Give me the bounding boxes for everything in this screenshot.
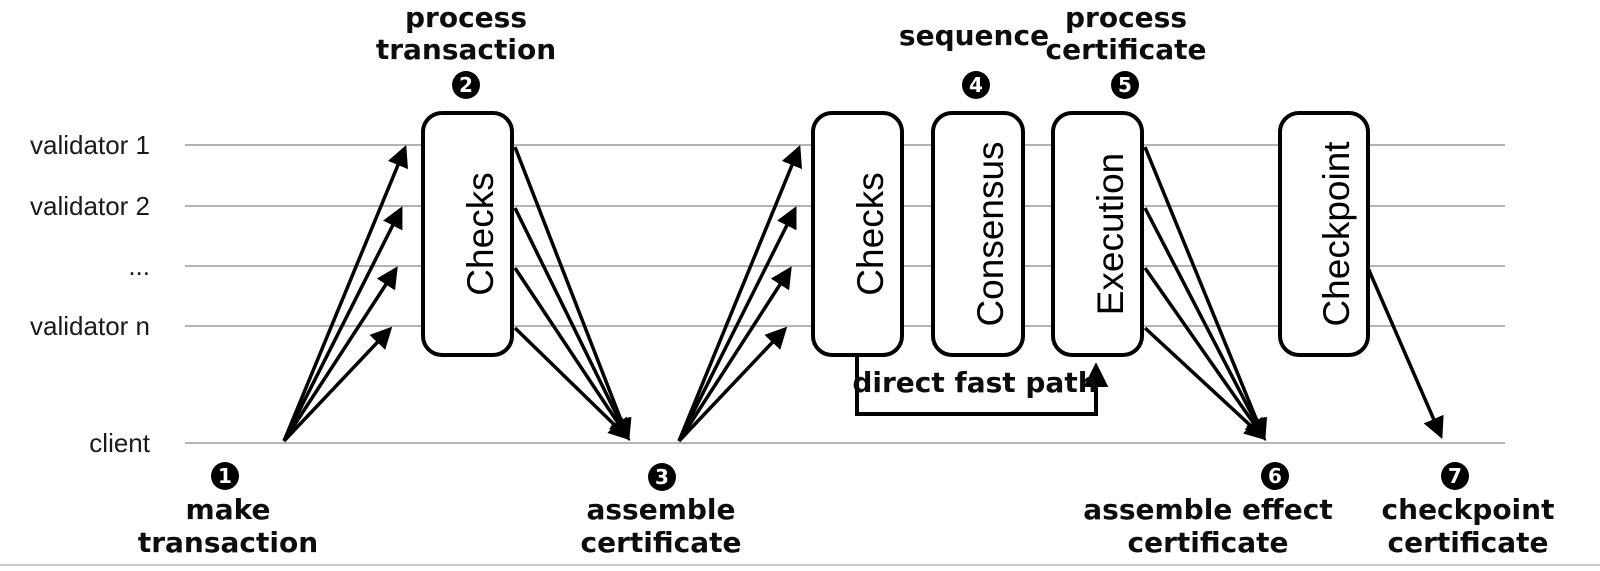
arrow-client-to-validator-nb (677, 326, 788, 443)
lane-labels: validator 1 validator 2 ... validator n … (30, 130, 151, 458)
step-badge-6-num: 6 (1268, 464, 1282, 488)
step-badge-3 (648, 463, 676, 491)
step-2-label-line2: transaction (376, 33, 556, 66)
step-badge-6 (1261, 462, 1289, 490)
arrow-exec-ellipsis-to-client (1143, 266, 1266, 441)
step-badge-5 (1111, 71, 1139, 99)
stage-label-checks-2: Checks (850, 172, 891, 295)
arrow-client-to-validator-1b (677, 144, 803, 442)
step-badge-4 (962, 71, 990, 99)
arrows-assemble-certificate (513, 146, 632, 442)
step-badge-1 (211, 462, 239, 490)
step-3-label-line2: certificate (581, 526, 742, 559)
step-badge-7-num: 7 (1448, 464, 1462, 488)
lane-label-validator-1: validator 1 (30, 130, 150, 160)
arrow-client-to-validator-n (282, 326, 393, 443)
step-4-label: sequence (899, 19, 1049, 52)
step-badge-4-num: 4 (969, 73, 983, 97)
arrow-checkpoint-to-client (1366, 267, 1444, 439)
arrow-ellipsis-to-client (513, 267, 630, 441)
step-2-label-line1: process (405, 1, 527, 34)
arrow-client-to-validator-1 (282, 144, 408, 442)
arrow-exec-validator-1-to-client (1143, 146, 1268, 442)
step-7-label-line2: certificate (1388, 526, 1549, 559)
stage-label-checks-1: Checks (460, 172, 501, 295)
arrow-client-to-validator-2 (282, 206, 403, 442)
step-badge-5-num: 5 (1118, 73, 1132, 97)
arrow-client-to-validator-2b (677, 206, 797, 442)
fast-path-label: direct fast path (852, 366, 1097, 399)
step-badge-1-num: 1 (218, 464, 232, 488)
stage-box-checkpoint (1278, 111, 1370, 357)
stage-boxes: Checks Checks Consensus Execution Checkp… (421, 111, 1370, 357)
lane-label-validator-2: validator 2 (30, 191, 150, 221)
lane-label-client: client (89, 428, 150, 458)
step-badge-3-num: 3 (655, 465, 669, 489)
arrows-make-transaction (282, 144, 408, 443)
stage-box-consensus (931, 111, 1025, 357)
step-badge-2-num: 2 (459, 73, 473, 97)
stage-label-consensus: Consensus (970, 141, 1011, 326)
stage-label-checkpoint: Checkpoint (1316, 141, 1357, 327)
lane-label-ellipsis: ... (128, 251, 150, 281)
arrow-validator-2-to-client (513, 207, 630, 441)
stage-box-execution (1051, 111, 1144, 357)
step-3-label-line1: assemble (586, 493, 735, 526)
arrow-exec-validator-2-to-client (1143, 207, 1266, 441)
arrow-client-to-ellipsis (282, 266, 398, 442)
lane-label-validator-n: validator n (30, 311, 150, 341)
arrows-submit-certificate (677, 144, 803, 443)
step-1-label-line2: transaction (138, 526, 318, 559)
step-6-label-line2: certificate (1128, 526, 1289, 559)
step-badges: 1 2 3 4 5 6 7 (211, 71, 1469, 491)
stage-label-execution: Execution (1090, 153, 1131, 316)
fast-path-arrow (855, 357, 1109, 416)
step-6-label-line1: assemble effect (1083, 493, 1332, 526)
step-5-label-line1: process (1065, 1, 1187, 34)
arrow-exec-validator-n-to-client (1143, 326, 1267, 441)
stage-box-checks-1 (421, 111, 514, 357)
step-1-label-line1: make (186, 493, 271, 526)
arrow-validator-n-to-client (513, 326, 631, 441)
arrow-validator-1-to-client (513, 146, 632, 442)
step-7-label-line1: checkpoint (1382, 493, 1555, 526)
arrow-client-to-ellipsis-b (677, 266, 792, 442)
step-badge-7 (1441, 462, 1469, 490)
step-5-label-line2: certificate (1046, 33, 1207, 66)
step-badge-2 (452, 71, 480, 99)
step-labels: process transaction sequence process cer… (138, 1, 1555, 559)
stage-box-checks-2 (811, 111, 904, 357)
arrows-assemble-effect-certificate (1143, 146, 1268, 442)
